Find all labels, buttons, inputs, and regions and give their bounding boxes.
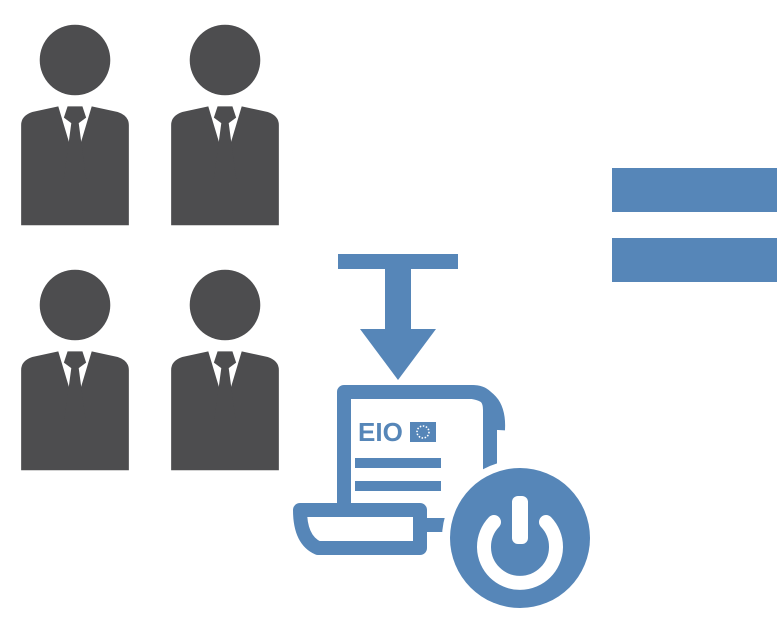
eio-label: EIO [358,417,403,447]
person-icon [171,24,279,226]
person-icon [21,24,129,226]
eu-flag-icon [410,422,436,442]
document-line [355,481,441,491]
person-icon [171,269,279,471]
eio-document-icon: EIO [293,385,506,555]
person-icon [21,269,129,471]
document-line [355,458,441,468]
people-group [21,24,279,471]
equals-icon [612,168,777,282]
power-icon [442,460,598,616]
arrow-down-to-document-icon [338,254,458,380]
